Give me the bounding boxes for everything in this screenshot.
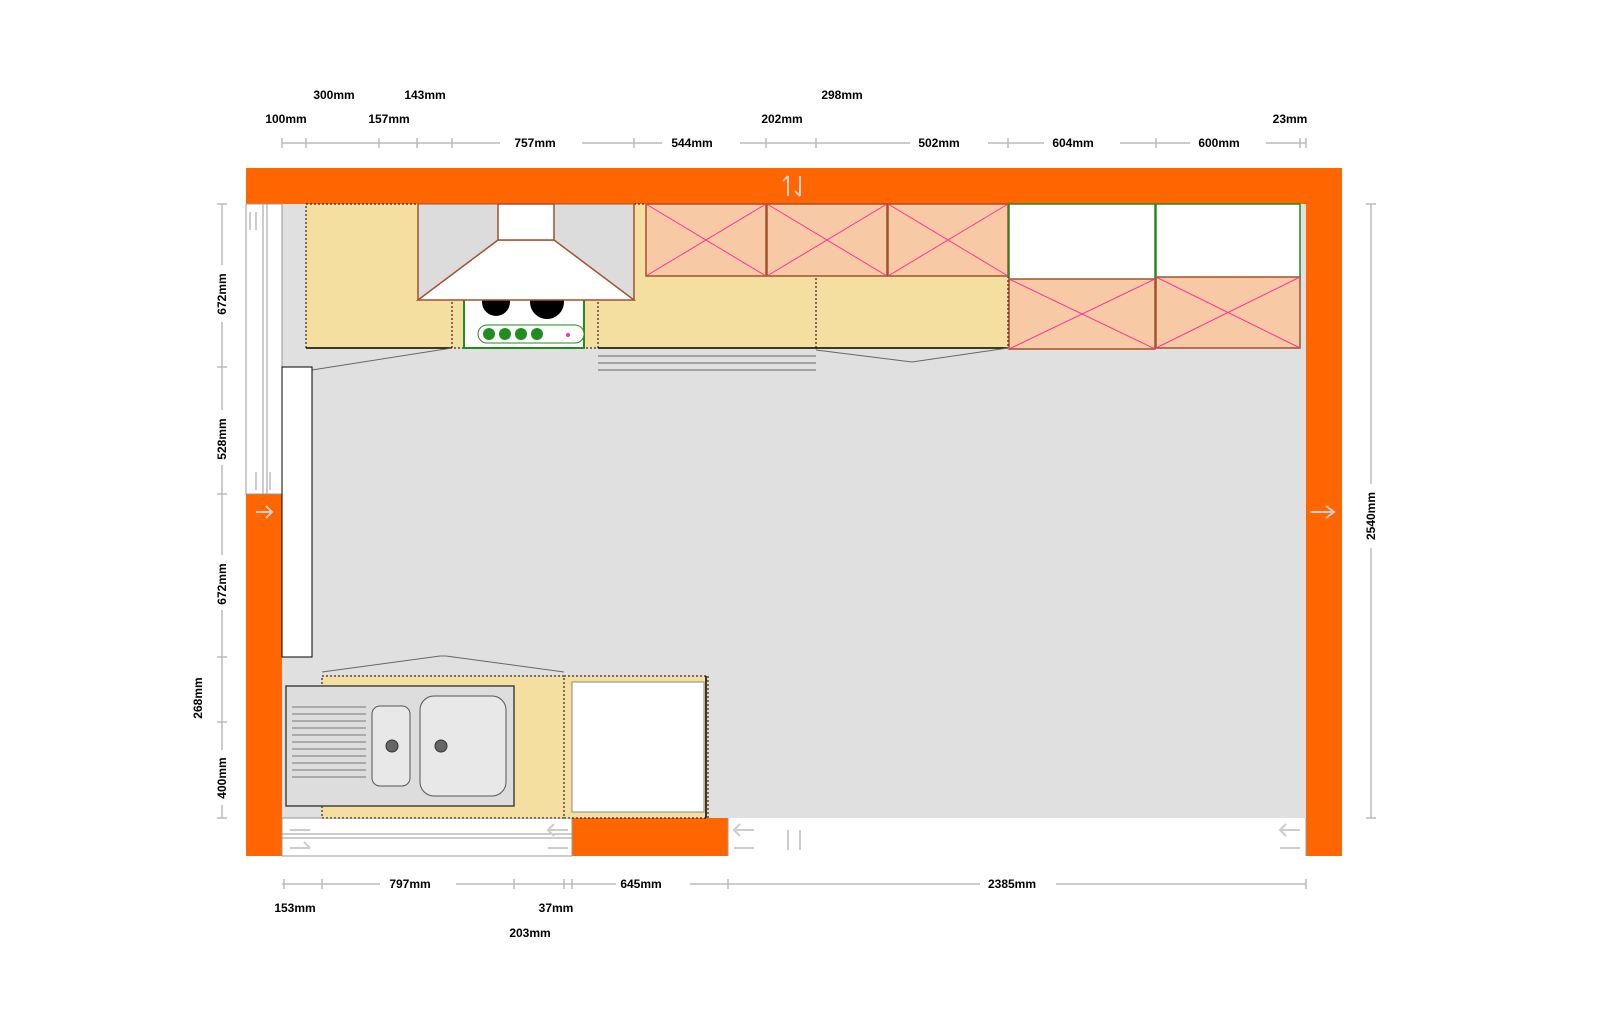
dim-label-bottom: 203mm: [509, 926, 550, 940]
sink-icon: [285, 685, 515, 807]
dim-label-top: 300mm: [313, 88, 354, 102]
outer-wall-top: [246, 168, 1342, 204]
hob-icon: [463, 285, 585, 349]
dim-label-top: 23mm: [1273, 112, 1308, 126]
dim-label-top: 600mm: [1198, 136, 1239, 150]
window-bottom-left: [281, 817, 573, 857]
dim-label-top: 143mm: [404, 88, 445, 102]
outer-wall-left-lower: [246, 494, 282, 856]
door-swing-arrow-icon: [249, 175, 1336, 850]
dim-label-top: 202mm: [761, 112, 802, 126]
window-left: [245, 203, 283, 495]
wall-cabinet: [1008, 278, 1156, 350]
dim-label-bottom: 797mm: [389, 877, 430, 891]
dimension-labels: 300mm 143mm 298mm 100mm 157mm 202mm 23mm…: [191, 88, 1378, 940]
dim-label-top: 757mm: [514, 136, 555, 150]
left-tall-panel: [281, 366, 313, 658]
dim-label-left: 672mm: [215, 273, 229, 314]
wall-cabinet: [887, 203, 1009, 277]
dim-label-bottom: 153mm: [274, 901, 315, 915]
dim-label-top: 157mm: [368, 112, 409, 126]
dim-label-top: 544mm: [671, 136, 712, 150]
wall-cabinet: [1155, 276, 1301, 349]
door-opening-bottom: [727, 818, 1307, 856]
dim-label-top: 604mm: [1052, 136, 1093, 150]
dim-label-left: 268mm: [191, 677, 205, 718]
wall-cabinet: [645, 203, 767, 277]
wall-cabinet: [766, 203, 888, 277]
dim-label-left: 400mm: [215, 757, 229, 798]
dim-label-top: 502mm: [918, 136, 959, 150]
dim-label-left: 672mm: [215, 563, 229, 604]
dim-label-top: 100mm: [265, 112, 306, 126]
dim-label-top: 298mm: [821, 88, 862, 102]
tall-units-right: [1008, 203, 1301, 350]
dim-label-left: 528mm: [215, 418, 229, 459]
dim-label-bottom: 37mm: [539, 901, 574, 915]
dim-label-bottom: 645mm: [620, 877, 661, 891]
dimension-lines: [217, 138, 1376, 889]
dim-label-right: 2540mm: [1364, 492, 1378, 540]
dim-label-bottom: 2385mm: [988, 877, 1036, 891]
wall-cabinets: [645, 203, 1009, 277]
outer-wall-bottom-segment: [572, 818, 728, 856]
cooker-hood-icon: [415, 203, 637, 301]
